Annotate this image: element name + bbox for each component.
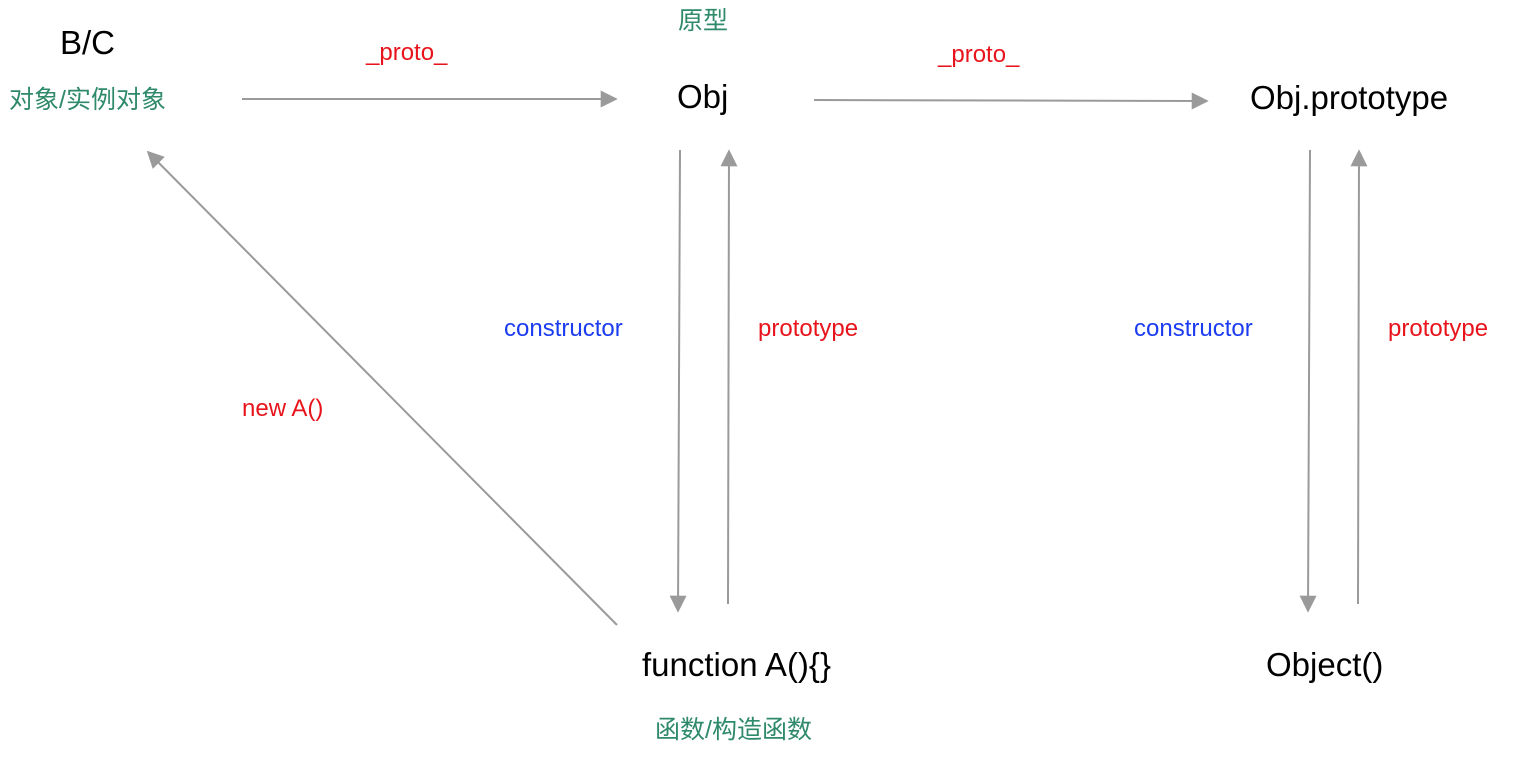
edge-label-object-to-objprototype: prototype <box>1388 315 1489 342</box>
node-prototype-title: Obj <box>677 78 729 115</box>
node-object-fn-title: Object() <box>1266 646 1384 683</box>
edge-label-objprototype-to-object: constructor <box>1134 315 1253 342</box>
edge-label-fn-to-obj: prototype <box>758 315 859 342</box>
arrow-fn-to-instance <box>146 150 618 626</box>
node-prototype-annotation: 原型 <box>678 7 729 35</box>
node-constructor-fn-title: function A(){} <box>642 646 831 683</box>
arrow-objprototype-to-object <box>1299 149 1317 613</box>
node-constructor-fn-subtitle: 函数/构造函数 <box>655 716 812 744</box>
edge-label-instance-to-obj: _proto_ <box>366 39 448 66</box>
arrow-obj-to-fn <box>669 149 687 613</box>
edge-label-obj-to-objprototype: _proto_ <box>938 41 1020 68</box>
node-objprototype-title: Obj.prototype <box>1250 79 1449 116</box>
node-instance-title: B/C <box>60 24 116 61</box>
node-instance-subtitle: 对象/实例对象 <box>9 86 166 114</box>
arrow-object-to-objprototype <box>1350 149 1368 605</box>
edge-label-obj-to-fn: constructor <box>504 315 623 342</box>
arrow-obj-to-objprototype <box>813 92 1209 110</box>
arrow-fn-to-obj <box>720 149 738 605</box>
edge-label-fn-to-instance: new A() <box>242 395 324 422</box>
